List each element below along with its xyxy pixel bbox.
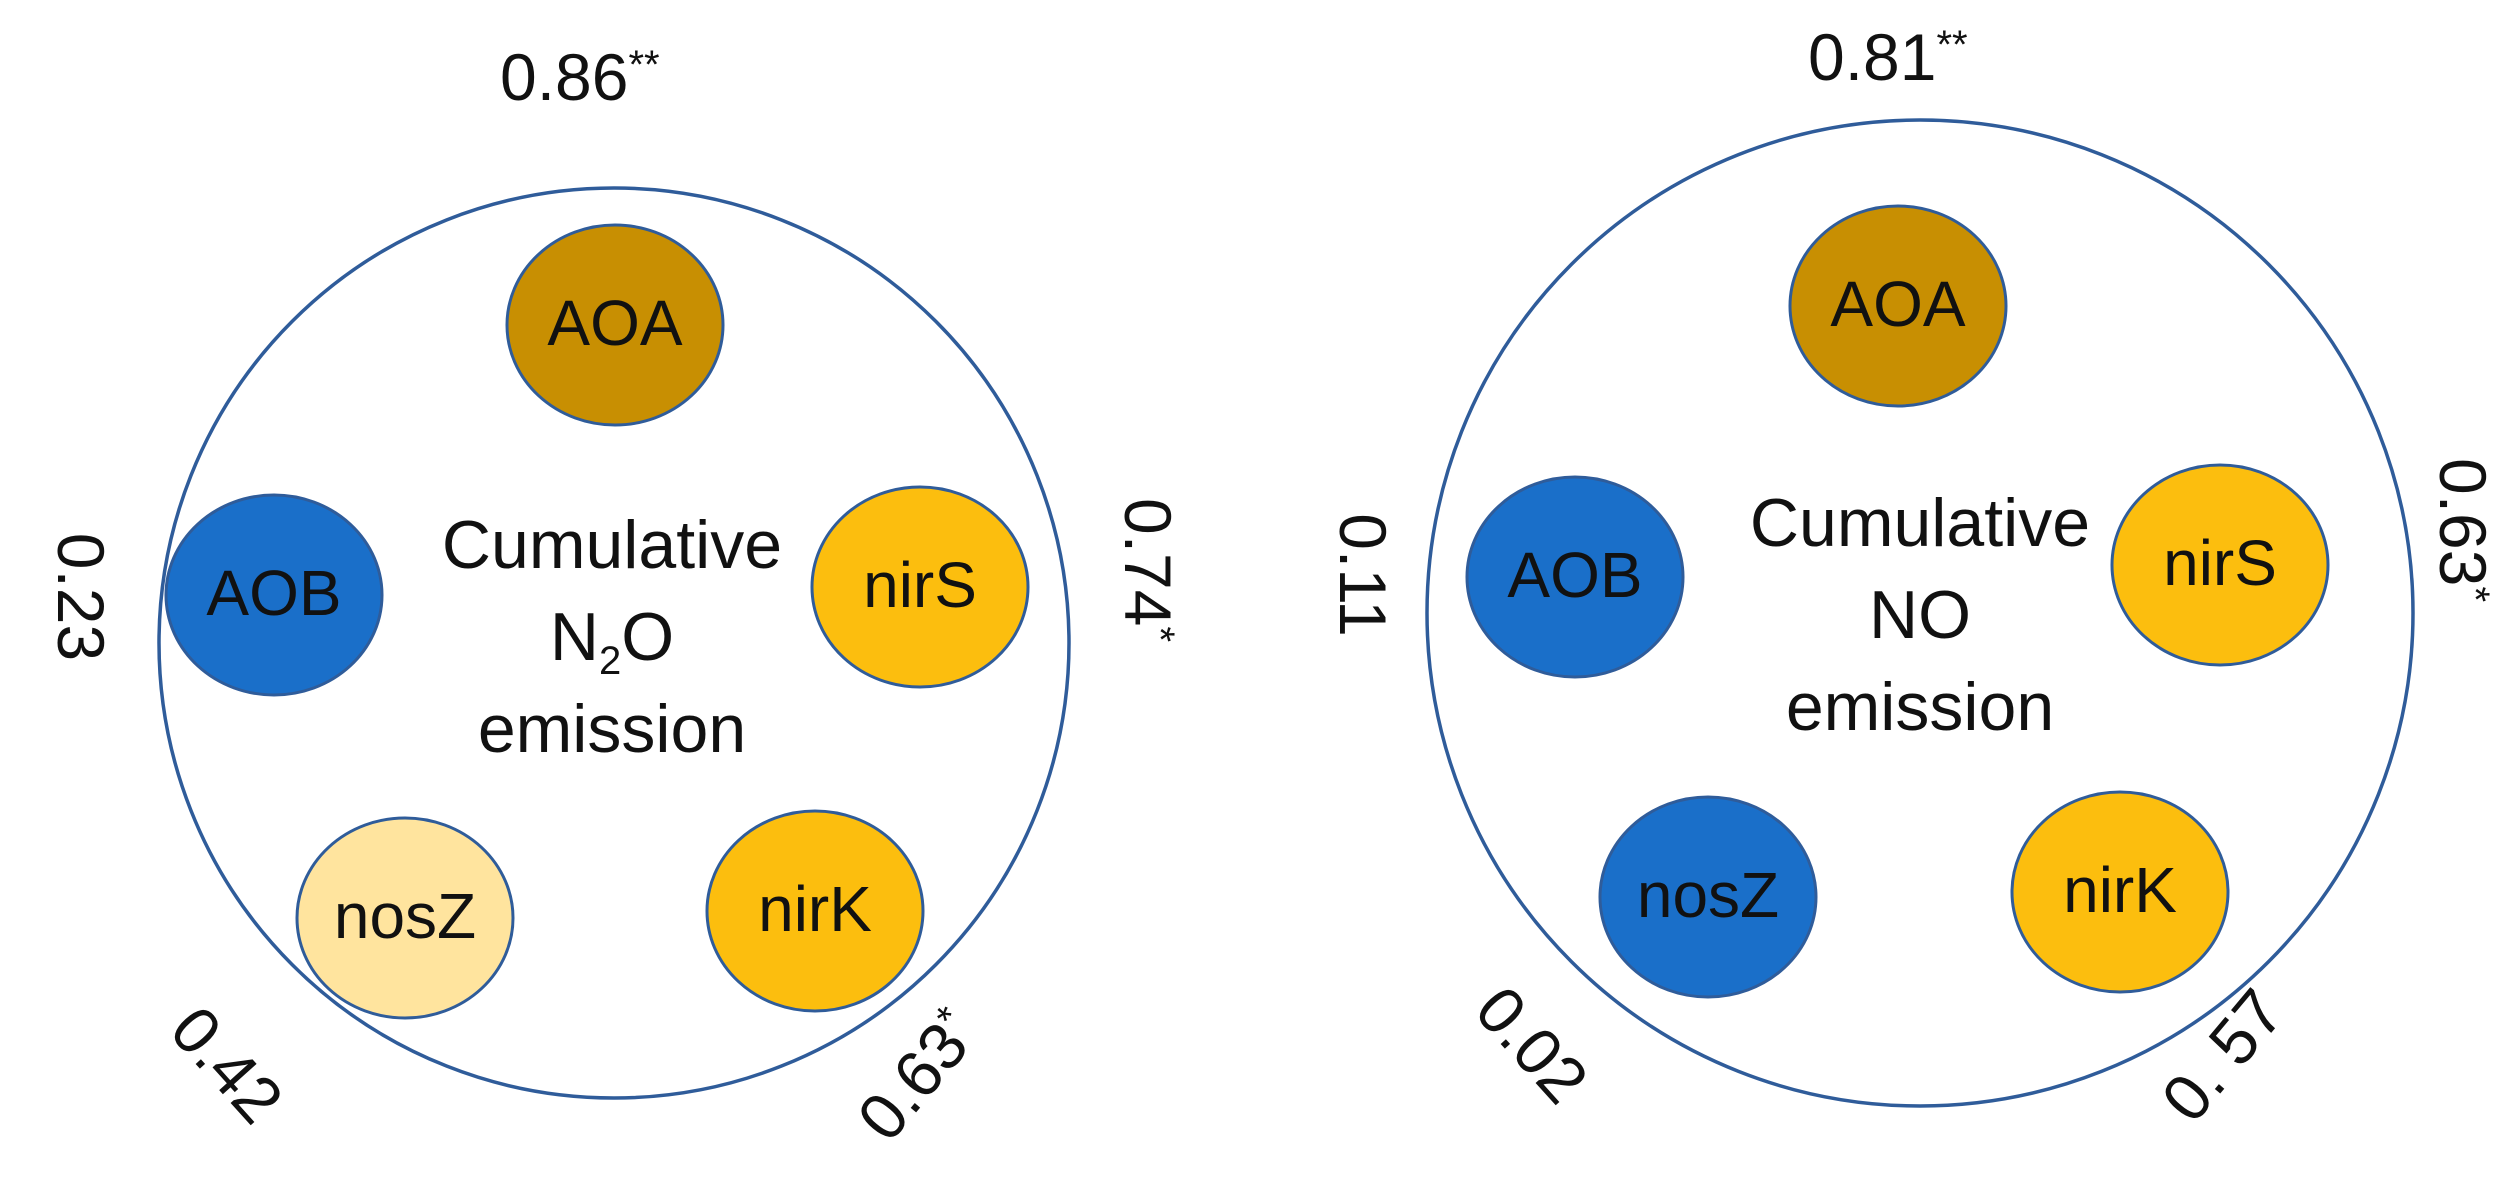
node-nosz: [295, 816, 515, 1020]
center-line-3: emission: [478, 691, 746, 767]
node-nirs-label: nirS: [863, 549, 977, 621]
coef-aoa: 0.81**: [1808, 20, 1968, 94]
node-nosz-label: nosZ: [1637, 859, 1779, 931]
node-aoa-label: AOA: [1830, 268, 1965, 340]
node-nirs-label: nirS: [2163, 527, 2277, 599]
node-nirs: [2110, 463, 2330, 667]
node-aob-label: AOB: [1507, 539, 1642, 611]
coef-aoa: 0.86**: [500, 40, 660, 114]
node-nirk-label: nirK: [2063, 854, 2177, 926]
panel-no: AOA AOB nirS nirK nosZ Cumulative NO emi…: [1326, 20, 2499, 1135]
node-aob: [164, 493, 384, 697]
node-nirk: [2010, 790, 2230, 994]
coef-aob: 0.11: [1326, 513, 1400, 637]
node-aoa-label: AOA: [547, 287, 682, 359]
node-nirs: [810, 485, 1030, 689]
node-aob: [1465, 475, 1685, 679]
center-line-2: N2O: [550, 599, 674, 683]
coef-nosz: 0.02: [1462, 972, 1603, 1117]
node-nirk-label: nirK: [758, 873, 872, 945]
center-line-1: Cumulative: [442, 507, 782, 583]
coef-nirs: 0.63*: [2426, 458, 2499, 602]
node-nosz-label: nosZ: [334, 880, 476, 952]
node-nosz: [1598, 795, 1818, 999]
coef-nosz: 0.42: [157, 992, 298, 1137]
coef-aob: 0.23: [44, 533, 118, 661]
panel-n2o: AOA AOB nirS nirK nosZ Cumulative N2O em…: [44, 40, 1185, 1154]
node-nirk: [705, 809, 925, 1013]
node-aoa: [505, 223, 725, 427]
coef-nirs: 0.74*: [1111, 498, 1185, 642]
center-line-2: NO: [1869, 577, 1971, 653]
center-line-3: emission: [1786, 669, 2054, 745]
center-line-1: Cumulative: [1750, 485, 2090, 561]
node-aob-label: AOB: [206, 557, 341, 629]
node-aoa: [1788, 204, 2008, 408]
